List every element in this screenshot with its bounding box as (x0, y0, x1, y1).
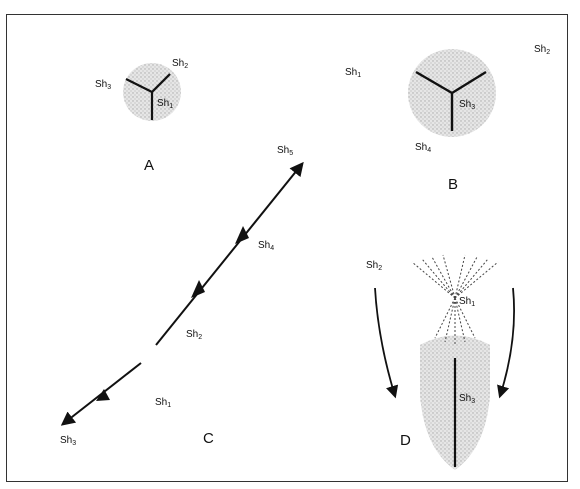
panel-c-arrowhead-1 (191, 280, 205, 298)
label-c-sh4: Sh4 (258, 241, 274, 252)
label-b-sh1: Sh1 (345, 68, 361, 79)
label-d-sh2: Sh2 (366, 261, 382, 272)
panel-c-upper-line (156, 164, 302, 345)
label-a-sh1: Sh1 (157, 99, 173, 110)
panel-b-diagram (408, 49, 496, 137)
label-b-sh2: Sh2 (534, 45, 550, 56)
label-c-sh3: Sh3 (60, 436, 76, 447)
panel-c-arrowhead-3 (96, 389, 110, 401)
label-a-sh2: Sh2 (172, 59, 188, 70)
panel-d-rays (412, 255, 498, 344)
label-c-sh2: Sh2 (186, 330, 202, 341)
panel-d-diagram (375, 255, 514, 470)
label-c-sh5: Sh5 (277, 146, 293, 157)
panel-a-diagram (123, 63, 181, 121)
panel-label-c: C (203, 431, 214, 446)
panel-label-b: B (448, 177, 458, 192)
label-b-sh3: Sh3 (459, 100, 475, 111)
panel-c-diagram (63, 164, 302, 424)
label-b-sh4: Sh4 (415, 143, 431, 154)
label-a-sh3: Sh3 (95, 80, 111, 91)
label-d-sh1: Sh1 (459, 297, 475, 308)
label-c-sh1: Sh1 (155, 398, 171, 409)
panel-d-right-curved-arrow (500, 288, 514, 396)
label-d-sh3: Sh3 (459, 394, 475, 405)
panel-label-d: D (400, 433, 411, 448)
panel-d-left-curved-arrow (375, 288, 395, 396)
panel-label-a: A (144, 158, 154, 173)
panel-c-arrowhead-2 (235, 226, 249, 244)
